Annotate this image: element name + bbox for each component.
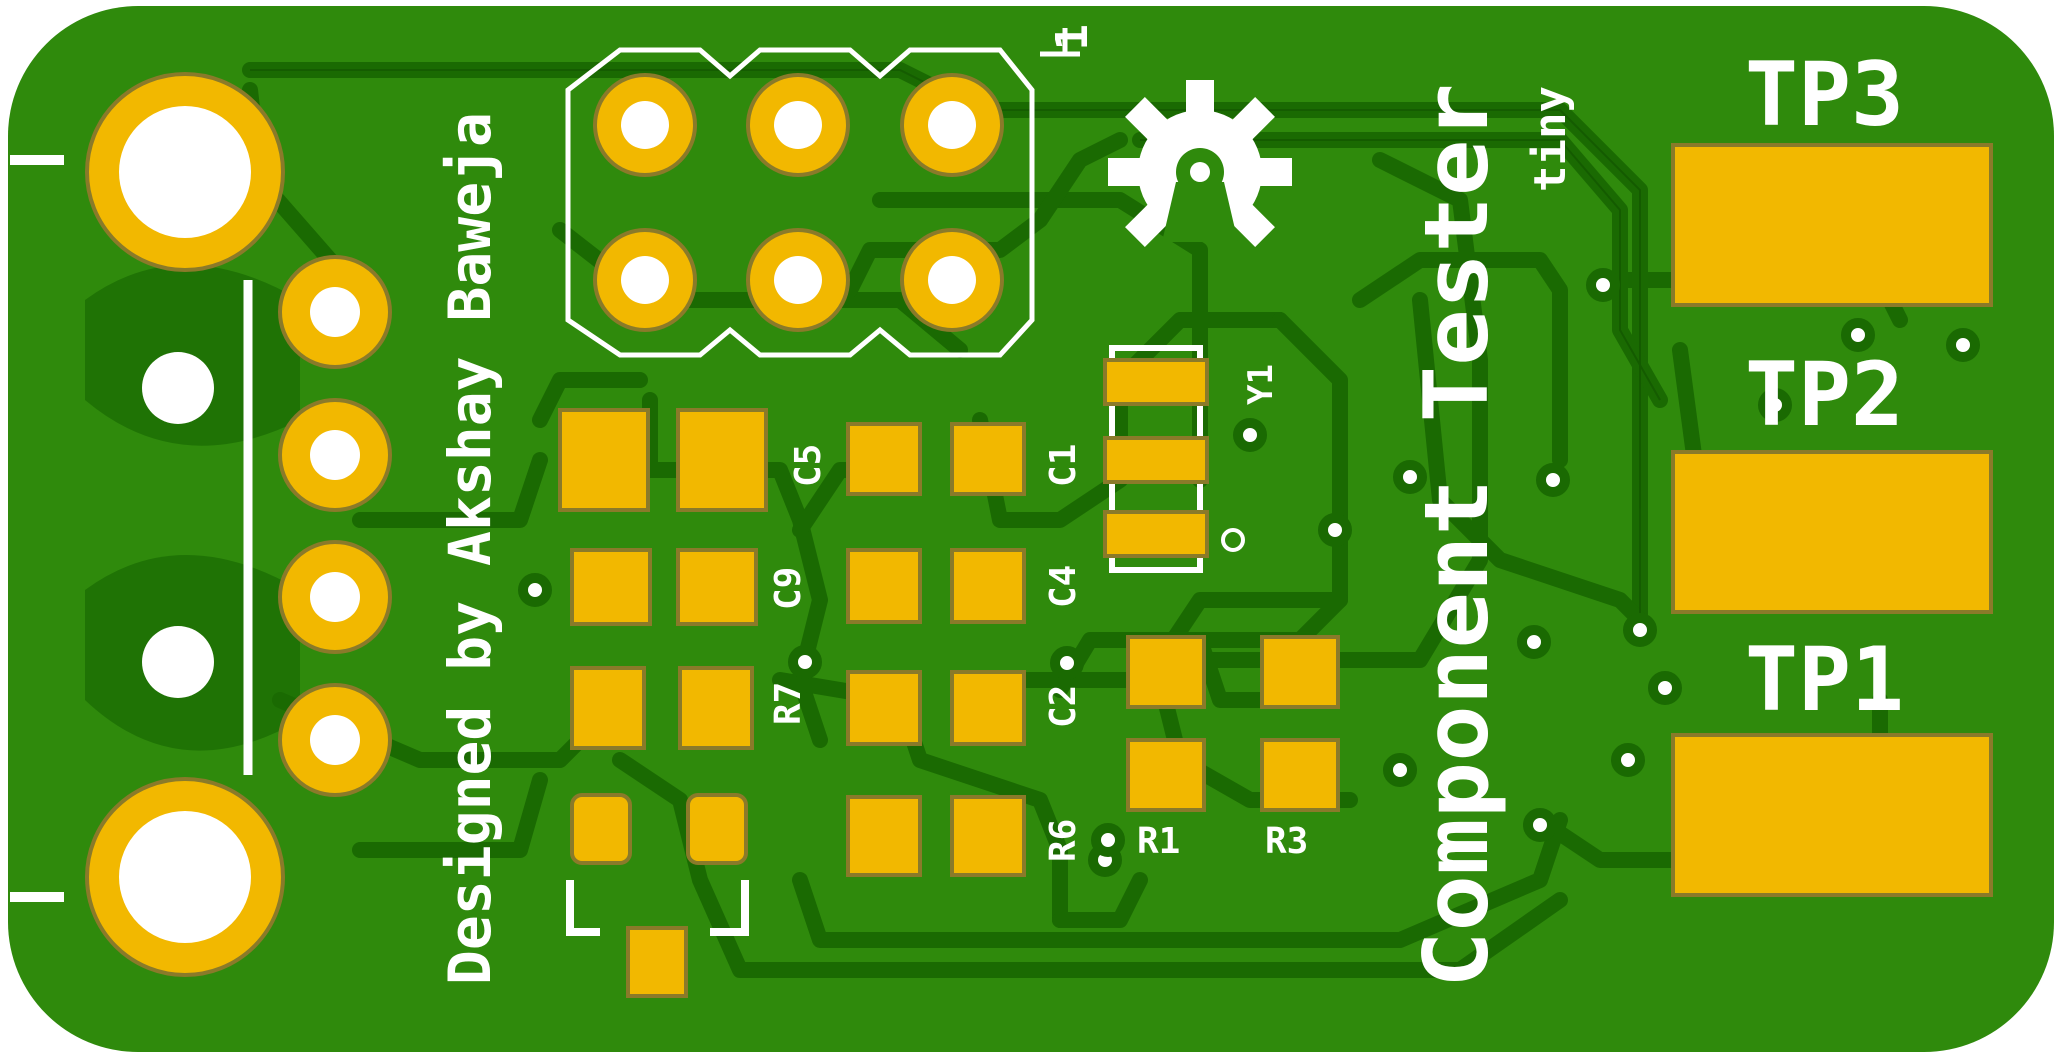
r1-pad (1126, 635, 1206, 709)
via (1536, 463, 1570, 497)
open-hardware-gear-icon (1108, 80, 1292, 247)
via (1841, 318, 1875, 352)
via (1648, 671, 1682, 705)
via (788, 645, 822, 679)
via (1586, 268, 1620, 302)
tp3-pad (1671, 143, 1993, 307)
copper-traces-outline (250, 69, 1661, 620)
via (1517, 625, 1551, 659)
c4-pad (846, 548, 922, 624)
c2-label: C2 (1043, 685, 1084, 728)
via (1050, 646, 1084, 680)
title-text: Component Tester (1405, 83, 1508, 988)
isp-header-outline (565, 47, 1035, 358)
r6-pad (950, 795, 1026, 877)
c9-pad (676, 548, 758, 626)
via (1233, 418, 1267, 452)
pin-one-label: 1 (1047, 24, 1098, 51)
r7-label: R7 (768, 682, 809, 725)
c9-label: C9 (768, 567, 809, 610)
c4-pad (950, 548, 1026, 624)
via (1383, 753, 1417, 787)
crystal-y1 (1103, 345, 1245, 573)
c5-label: C5 (788, 444, 829, 487)
subtitle-text: tiny (1525, 86, 1576, 192)
via (1318, 513, 1352, 547)
r3-pad (1260, 738, 1340, 812)
y1-label: Y1 (1241, 364, 1281, 405)
via (1523, 808, 1557, 842)
c5-pad (558, 408, 650, 512)
vias (518, 268, 1980, 877)
usb-npth-hole (142, 626, 214, 698)
test-points (1671, 143, 1993, 897)
pin-one-marker: 1 (1047, 24, 1098, 51)
c2-pad (950, 670, 1026, 746)
c4-label: C4 (1043, 565, 1084, 608)
c9-pad (570, 548, 652, 626)
r7-pad (570, 666, 646, 750)
r1-pad (1260, 635, 1340, 709)
q-pad (626, 926, 688, 998)
tp1-label: TP1 (1745, 628, 1904, 731)
usb-connector (10, 72, 392, 977)
r6-label: R6 (1043, 819, 1084, 862)
tp1-pad (1671, 733, 1993, 897)
c1-pad (846, 422, 922, 496)
usb-npth-hole (142, 352, 214, 424)
q-pad (686, 793, 748, 865)
via (1611, 743, 1645, 777)
y1-pad (1103, 510, 1209, 558)
c2-pad (846, 670, 922, 746)
isp-header: 1 (565, 24, 1098, 358)
c5-pad (676, 408, 768, 512)
y1-pad (1103, 436, 1209, 484)
via (1946, 328, 1980, 362)
c1-label: C1 (1043, 444, 1084, 487)
tp2-label: TP2 (1745, 343, 1904, 446)
credit-text: Designed by Akshay Baweja (436, 112, 504, 985)
r6-pad (846, 795, 922, 877)
r7-pad (678, 666, 754, 750)
r1-label: R1 (1137, 821, 1180, 862)
title-text-group: Component Tester (1405, 83, 1508, 988)
y1-pad (1103, 358, 1209, 406)
r3-label: R3 (1265, 821, 1308, 862)
q-pad (570, 793, 632, 865)
tp2-pad (1671, 450, 1993, 614)
transistor-outline (566, 880, 749, 936)
subtitle-text-group: tiny (1525, 86, 1576, 192)
smd-pads (558, 408, 1340, 998)
via (1623, 613, 1657, 647)
c1-pad (950, 422, 1026, 496)
via (1393, 460, 1427, 494)
via (518, 573, 552, 607)
r3-pad (1126, 738, 1206, 812)
credit-text-group: Designed by Akshay Baweja (436, 112, 504, 985)
via (1758, 388, 1792, 422)
tp3-label: TP3 (1745, 43, 1904, 146)
via (1091, 823, 1125, 857)
